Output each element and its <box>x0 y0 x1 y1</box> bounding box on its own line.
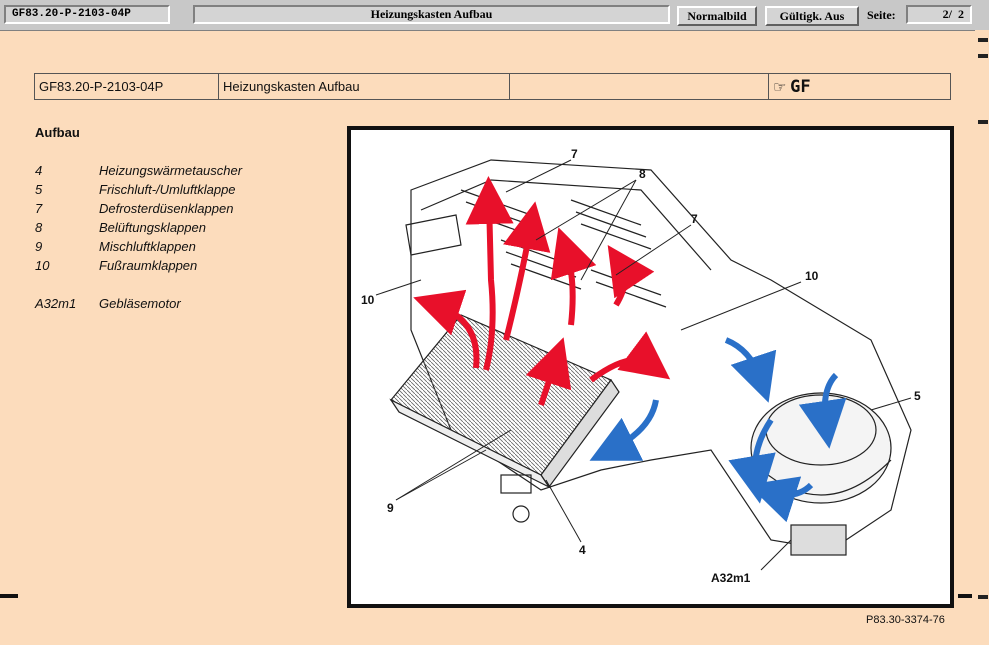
toolbar: GF83.20-P-2103-04P Heizungskasten Aufbau… <box>0 0 989 31</box>
callout-labels: 7 8 7 10 10 5 9 4 A32m1 <box>361 147 921 585</box>
right-scroll-strip[interactable] <box>975 30 989 645</box>
legend-number: 4 <box>35 163 43 178</box>
right-edge-mark <box>958 594 972 598</box>
legend-text: Gebläsemotor <box>99 296 181 311</box>
validity-off-button[interactable]: Gültigk. Aus <box>765 6 859 26</box>
hot-air-arrows <box>413 176 671 406</box>
callout-9: 9 <box>387 501 394 515</box>
title-field: Heizungskasten Aufbau <box>193 5 670 24</box>
page-label: Seite: <box>867 8 896 22</box>
callout-8: 8 <box>639 167 646 181</box>
heater-box-illustration: 7 8 7 10 10 5 9 4 A32m1 <box>361 147 921 585</box>
section-title: Aufbau <box>35 125 80 140</box>
callout-5: 5 <box>914 389 921 403</box>
pointing-hand-icon: ☞ <box>773 78 787 96</box>
header-doc-id: GF83.20-P-2103-04P <box>34 73 219 100</box>
legend-text: Fußraumklappen <box>99 258 198 273</box>
document-header-table: GF83.20-P-2103-04P Heizungskasten Aufbau… <box>34 73 951 100</box>
header-gf-cell[interactable]: ☞ GF <box>768 73 951 100</box>
legend-number: 10 <box>35 258 50 273</box>
legend-text: Frischluft-/Umluftklappe <box>99 182 236 197</box>
callout-a32m1: A32m1 <box>711 571 751 585</box>
legend-number: 9 <box>35 239 43 254</box>
legend-number: 8 <box>35 220 43 235</box>
callout-7: 7 <box>691 212 698 226</box>
housing-drawing <box>389 159 912 556</box>
heater-box-diagram: 7 8 7 10 10 5 9 4 A32m1 <box>347 126 954 608</box>
page-field: 2/ 2 <box>906 5 972 24</box>
legend-number: 7 <box>35 201 43 216</box>
legend-text: Defrosterdüsenklappen <box>99 201 234 216</box>
gf-label: GF <box>790 76 811 97</box>
header-empty-cell <box>509 73 769 100</box>
header-title: Heizungskasten Aufbau <box>218 73 510 100</box>
cold-air-arrows <box>589 337 847 523</box>
callout-7: 7 <box>571 147 578 161</box>
callout-10: 10 <box>361 293 375 307</box>
legend-number: 5 <box>35 182 43 197</box>
legend-number: A32m1 <box>35 296 77 311</box>
legend-text: Mischluftklappen <box>99 239 196 254</box>
left-edge-mark <box>0 594 18 598</box>
callout-4: 4 <box>579 543 586 557</box>
normal-view-button[interactable]: Normalbild <box>677 6 757 26</box>
figure-reference: P83.30-3374-76 <box>866 614 945 626</box>
leader-lines <box>375 159 912 571</box>
callout-10: 10 <box>805 269 819 283</box>
legend-text: Heizungswärmetauscher <box>99 163 243 178</box>
doc-id-field: GF83.20-P-2103-04P <box>4 5 170 24</box>
legend-text: Belüftungsklappen <box>99 220 206 235</box>
